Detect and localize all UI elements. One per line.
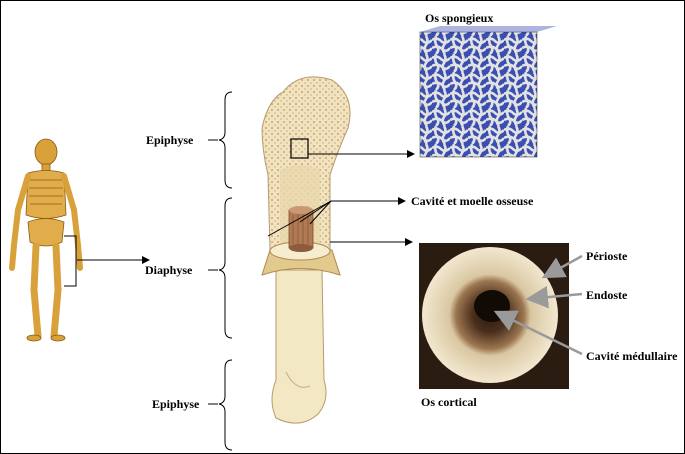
brace-diaphyse [219, 198, 232, 338]
label-epiphyse-bottom: Epiphyse [152, 397, 200, 411]
braces [219, 92, 232, 450]
cortical-bone-image [419, 243, 569, 389]
brace-epiphyse-bottom [219, 360, 232, 450]
femur-bracket [64, 236, 76, 286]
spongy-bone-image [420, 26, 557, 157]
label-endoste: Endoste [586, 288, 628, 302]
label-os-spongieux: Os spongieux [425, 11, 493, 25]
label-perioste: Périoste [586, 249, 628, 263]
label-os-cortical: Os cortical [421, 395, 477, 409]
brace-epiphyse-top [219, 92, 232, 188]
label-cavite-medullaire: Cavité médullaire [586, 349, 678, 363]
skeleton-figure [12, 139, 80, 341]
femur-bone [262, 77, 350, 423]
label-diaphyse: Diaphyse [145, 263, 193, 277]
label-cavite-moelle: Cavité et moelle osseuse [411, 194, 534, 208]
label-epiphyse-top: Epiphyse [146, 133, 194, 147]
